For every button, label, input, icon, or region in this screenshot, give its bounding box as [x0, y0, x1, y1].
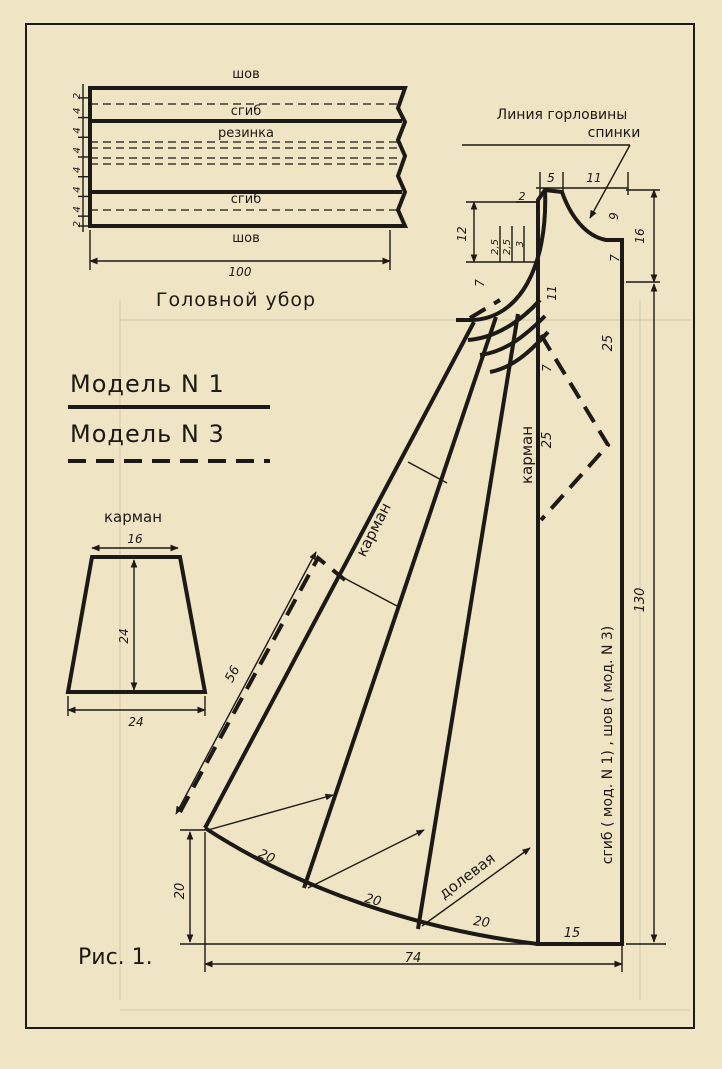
dim-56: 56 [222, 664, 243, 686]
grain-arrow [207, 793, 334, 831]
hem-20-b: 20 [363, 891, 383, 910]
grain-label: долевая [435, 849, 498, 903]
legend: Модель N 1 Модель N 3 [68, 370, 270, 463]
dim-12: 12 [455, 226, 469, 241]
hem-15: 15 [564, 926, 581, 941]
headwear-fold-bottom-label: сгиб [231, 192, 261, 207]
strip-height-label: 4 [72, 127, 83, 133]
pocket-placement-line [343, 577, 398, 607]
headwear-seam-bottom-label: шов [232, 231, 260, 246]
headwear-elastic-label: резинка [218, 126, 274, 141]
dim-neck-left: 5 [547, 171, 555, 185]
pocket-diagram: карман 16 24 24 [65, 508, 208, 729]
dim-7-right: 7 [608, 254, 622, 262]
dim-9: 9 [607, 212, 621, 220]
dim-11: 11 [545, 285, 559, 300]
strip-height-label: 4 [72, 186, 83, 192]
pocket-label-right: карман [518, 426, 536, 484]
dim-top-2: 2 [519, 190, 526, 203]
neckline-label-line2: спинки [588, 125, 641, 141]
dim-130: 130 [633, 588, 648, 613]
pocket-top-width-label: 16 [127, 532, 143, 546]
neckline-label-line1: Линия горловины [497, 107, 628, 123]
legend-model1-label: Модель N 1 [70, 370, 225, 398]
dim-74: 74 [405, 951, 422, 966]
dim-2-5-a: 2,5 [490, 239, 501, 255]
strip-height-label: 4 [72, 206, 83, 212]
panel-seam-2 [416, 313, 520, 930]
model3-pocket-dashed-outline [539, 333, 611, 522]
figure-label: Рис. 1. [78, 945, 153, 970]
fold-seam-label: сгиб ( мод. N 1) , шов ( мод. N 3) [600, 626, 616, 865]
dim-16: 16 [633, 228, 647, 244]
strip-height-label: 4 [72, 108, 83, 114]
strip-height-label: 2 [72, 93, 83, 99]
headwear-title: Головной убор [156, 289, 316, 311]
yoke-curve-1 [467, 298, 542, 342]
grain-arrow [307, 829, 425, 889]
strip-height-label: 2 [72, 221, 83, 227]
dim-7-mid: 7 [540, 364, 554, 372]
hem-20-c: 20 [472, 914, 490, 931]
strip-height-label: 4 [72, 147, 83, 153]
background-ghost-lines [119, 300, 690, 1011]
dim-56-line [175, 551, 317, 815]
neckline-pointer [589, 144, 631, 219]
hem-curve [203, 826, 539, 946]
panel-seam-1 [302, 316, 498, 889]
pocket-placement-line [407, 461, 448, 484]
dim-20-left: 20 [173, 883, 188, 900]
headwear-fold-top-label: сгиб [231, 104, 261, 119]
page-frame [25, 23, 695, 1029]
pocket-title: карман [104, 508, 162, 526]
dim-7-left: 7 [473, 279, 487, 287]
dim-25-upper: 25 [601, 335, 616, 352]
legend-model3-label: Модель N 3 [70, 420, 225, 448]
main-pattern: карман карман 25 7 долевая Линия горлови… [173, 107, 666, 972]
headwear-strip-dimensions: 2 4 4 4 4 4 4 2 [72, 93, 88, 227]
dim-2-5-b: 2,5 [502, 239, 513, 255]
yoke-curve-2 [479, 314, 547, 357]
headwear-outline [88, 86, 409, 228]
armhole-curve [456, 189, 548, 322]
headwear-diagram: шов сгиб резинка сгиб шов 2 4 4 4 4 4 4 2 100 Г… [72, 67, 409, 311]
pocket-outline [65, 555, 208, 694]
pocket-bottom-width-label: 24 [128, 715, 143, 729]
hem-20-a: 20 [256, 847, 277, 867]
dim-neck-right: 11 [586, 171, 601, 185]
headwear-seam-top-label: шов [232, 67, 260, 82]
grain-arrow [421, 847, 531, 927]
strip-height-label: 4 [72, 167, 83, 173]
dim-3: 3 [515, 241, 526, 247]
pocket-label-left: карман [352, 500, 394, 560]
headwear-width-label: 100 [229, 265, 252, 279]
back-panel-outline [536, 187, 624, 946]
pocket-height-label: 24 [117, 628, 131, 643]
dim-25-pocket: 25 [540, 432, 555, 449]
model3-dashed-top [468, 298, 502, 320]
